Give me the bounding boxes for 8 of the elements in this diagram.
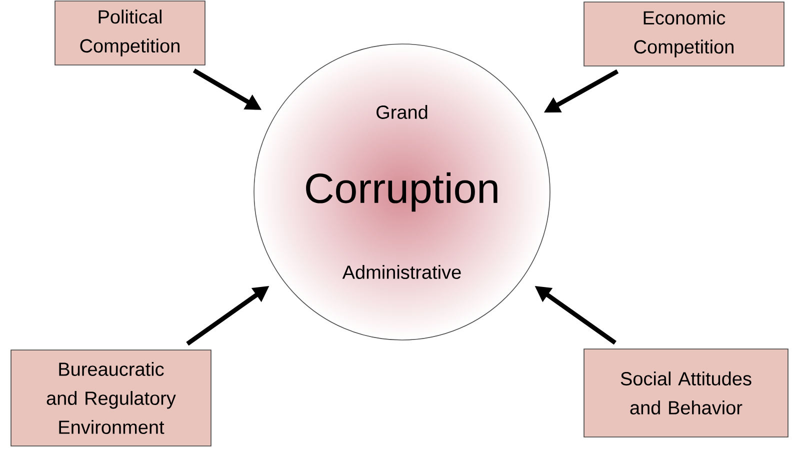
text-box: Social Attitudes and Behavior bbox=[584, 348, 788, 438]
text-box: Economic Competition bbox=[584, 2, 784, 66]
circle-label: Administrative bbox=[342, 265, 461, 279]
title-text: Corruption bbox=[306, 172, 498, 212]
circle bbox=[254, 44, 550, 340]
circle-label: Grand bbox=[376, 105, 428, 119]
text-box: Bureaucratic and Regulatory Environment bbox=[10, 350, 212, 446]
text-box: Political Competition bbox=[54, 0, 206, 66]
